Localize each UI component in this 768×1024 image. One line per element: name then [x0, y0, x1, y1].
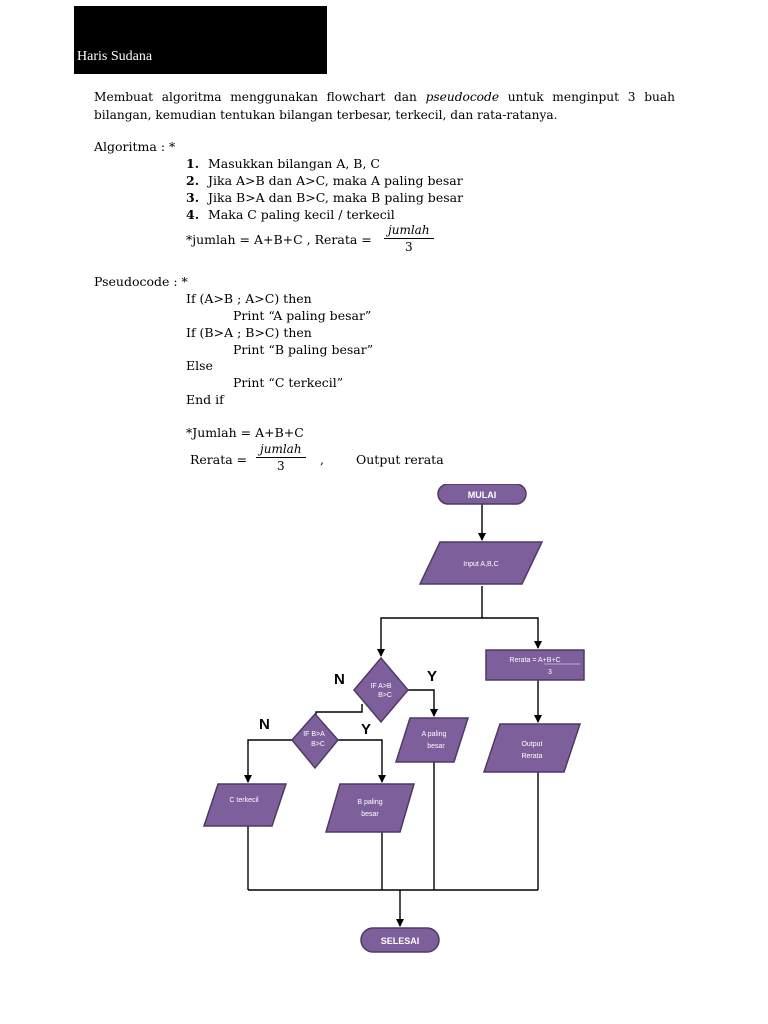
pseudocode-jumlah: *Jumlah = A+B+C — [186, 425, 304, 440]
code-line: Print “C terkecil” — [233, 375, 344, 390]
header-block: Haris Sudana — [74, 6, 327, 74]
code-line: If (B>A ; B>C) then — [186, 325, 312, 340]
output-b-paling-besar: B paling besar — [325, 783, 415, 833]
intro-paragraph: Membuat algoritma menggunakan flowchart … — [94, 88, 675, 124]
label-n-decision2: N — [259, 716, 270, 733]
code-line: Print “B paling besar” — [233, 342, 374, 357]
decision-b-greatest: IF B>A B>C — [291, 712, 339, 770]
decision2-line1: IF B>A — [303, 731, 325, 738]
flowchart-connectors — [244, 504, 542, 927]
pseudocode-rerata: Rerata = — [190, 452, 248, 467]
rerata-process: Rerata = A+B+C 3 — [485, 649, 585, 681]
rerata-formula: Rerata = A+B+C — [509, 657, 560, 664]
code-line: Else — [186, 358, 213, 373]
label-y-decision2: Y — [361, 721, 371, 738]
output-rerata: Output Rerata — [482, 723, 582, 773]
pseudocode-comma: , — [320, 452, 324, 467]
pseudocode-fraction: jumlah 3 — [256, 442, 306, 473]
label-y-decision1: Y — [427, 668, 437, 685]
algoritma-label: Algoritma : * — [94, 139, 176, 154]
start-label: MULAI — [468, 490, 497, 500]
list-item: 4.Maka C paling kecil / terkecil — [186, 207, 395, 222]
algoritma-fraction: jumlah 3 — [384, 223, 434, 254]
list-item: 1.Masukkan bilangan A, B, C — [186, 156, 380, 171]
decision-a-greatest: IF A>B B>C — [353, 656, 409, 724]
output-c-terkecil: C terkecil — [202, 783, 288, 827]
input-parallelogram: Input A,B,C — [418, 541, 544, 585]
b-besar-line1: B paling — [357, 799, 382, 806]
rerata-divisor: 3 — [548, 669, 552, 676]
output-line1: Output — [521, 741, 542, 748]
pseudocode-output: Output rerata — [356, 452, 444, 467]
code-line: If (A>B ; A>C) then — [186, 291, 312, 306]
algoritma-formula: *jumlah = A+B+C , Rerata = — [186, 232, 372, 247]
output-line2: Rerata — [521, 753, 542, 760]
list-item: 2.Jika A>B dan A>C, maka A paling besar — [186, 173, 463, 188]
decision1-line2: B>C — [378, 692, 392, 699]
a-besar-line1: A paling — [422, 731, 447, 738]
decision1-line1: IF A>B — [370, 683, 392, 690]
list-item: 3.Jika B>A dan B>C, maka B paling besar — [186, 190, 464, 205]
pseudocode-label: Pseudocode : * — [94, 274, 188, 289]
end-terminator: SELESAI — [360, 927, 440, 953]
author-name: Haris Sudana — [77, 49, 153, 64]
start-terminator: MULAI — [437, 484, 527, 505]
b-besar-line2: besar — [361, 811, 379, 818]
label-n-decision1: N — [334, 671, 345, 688]
input-label: Input A,B,C — [463, 561, 498, 568]
flowchart: MULAI Input A,B,C Rerata = A+B+C 3 IF A>… — [198, 484, 588, 956]
c-kecil-label: C terkecil — [229, 797, 259, 804]
output-a-paling-besar: A paling besar — [394, 717, 470, 763]
end-label: SELESAI — [381, 936, 420, 946]
code-line: Print “A paling besar” — [233, 308, 372, 323]
a-besar-line2: besar — [427, 743, 445, 750]
intro-line-1: Membuat algoritma menggunakan flowchart … — [94, 90, 675, 104]
decision2-line2: B>C — [311, 741, 325, 748]
algoritma-steps: 1.Masukkan bilangan A, B, C 2.Jika A>B d… — [186, 155, 463, 223]
intro-line-2: bilangan, kemudian tentukan bilangan ter… — [94, 108, 558, 122]
intro-emphasis: pseudocode — [425, 90, 500, 104]
code-line: End if — [186, 392, 224, 407]
